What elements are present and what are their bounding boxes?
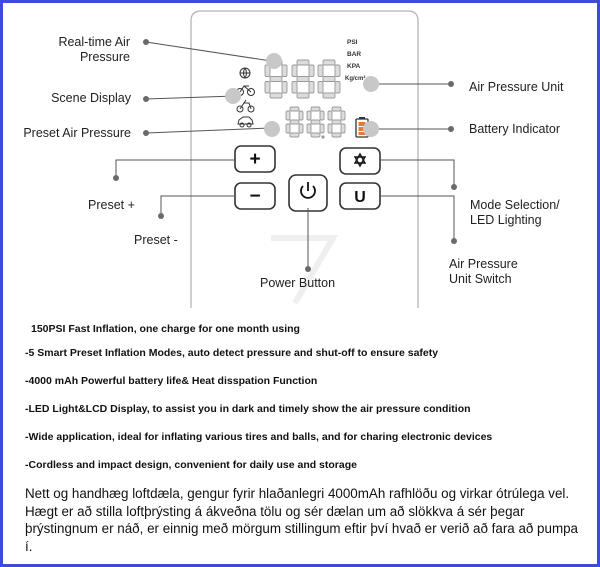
label-mode-selection: Mode Selection/ LED Lighting <box>470 198 560 228</box>
lcd-segment <box>296 76 310 82</box>
lcd-segment <box>340 110 346 121</box>
device-body-outline <box>190 10 419 308</box>
lcd-segment <box>319 110 325 121</box>
lcd-segment <box>322 92 336 99</box>
feature-line: -5 Smart Preset Inflation Modes, auto de… <box>25 347 439 359</box>
lcd-segment <box>281 64 288 77</box>
label-unit-switch: Air Pressure Unit Switch <box>449 257 518 287</box>
lcd-display <box>264 59 346 139</box>
label-power-button: Power Button <box>260 276 336 290</box>
lcd-segment <box>285 123 291 134</box>
device-diagram: PSI BAR KPA Kg/cm² <box>113 10 457 308</box>
car-icon <box>237 116 254 128</box>
unit-label-kgcm2: Kg/cm² <box>345 75 365 82</box>
lcd-segment <box>317 81 324 94</box>
lcd-segment <box>308 81 315 94</box>
label-scene-display: Scene Display <box>51 91 131 105</box>
lcd-segment <box>289 119 300 125</box>
feature-line: -4000 mAh Powerful battery life& Heat di… <box>25 375 318 387</box>
plus-icon: + <box>249 149 260 170</box>
callout-anchor-circles <box>225 53 379 137</box>
lcd-segment <box>340 123 346 134</box>
lcd-segment <box>296 59 310 66</box>
feature-line: -LED Light&LCD Display, to assist you in… <box>25 403 471 415</box>
feature-line: 150PSI Fast Inflation, one charge for on… <box>31 323 300 335</box>
lcd-segment <box>298 110 304 121</box>
motorcycle-icon <box>236 99 255 113</box>
lcd-segment <box>291 81 298 94</box>
minus-icon: − <box>249 186 260 207</box>
unit-icon: U <box>354 189 366 206</box>
label-line-2: Unit Switch <box>449 272 512 286</box>
feature-line: -Cordless and impact design, convenient … <box>25 459 357 471</box>
callout-lines <box>115 41 455 269</box>
mode-selection-button[interactable] <box>339 147 381 175</box>
lcd-segment <box>319 123 325 134</box>
label-line-1: Mode Selection/ <box>470 198 560 212</box>
lcd-segment <box>322 59 336 66</box>
lcd-decimal-point <box>321 135 325 139</box>
label-realtime-air-pressure: Real-time Air Pressure <box>58 35 130 65</box>
lcd-segment <box>310 132 321 138</box>
unit-label-psi: PSI <box>347 39 358 46</box>
label-line-1: Air Pressure <box>449 257 518 271</box>
lcd-segment <box>322 76 336 82</box>
lcd-segment <box>334 81 341 94</box>
lcd-segment <box>327 110 333 121</box>
lcd-segment <box>327 123 333 134</box>
lcd-segment <box>264 81 271 94</box>
unit-label-bar: BAR <box>347 51 361 58</box>
preset-minus-button[interactable]: − <box>234 182 276 210</box>
lcd-segment <box>296 92 310 99</box>
feature-line: -Wide application, ideal for inflating v… <box>25 431 493 443</box>
lcd-segment <box>310 119 321 125</box>
lcd-segment <box>331 132 342 138</box>
label-preset-air-pressure: Preset Air Pressure <box>23 126 131 140</box>
lcd-segment <box>331 119 342 125</box>
lcd-segment <box>289 106 300 112</box>
callout-dots <box>113 39 457 272</box>
label-battery-indicator: Battery Indicator <box>469 122 561 136</box>
lcd-segment <box>281 81 288 94</box>
label-line-1: Real-time Air <box>58 35 130 49</box>
power-button[interactable] <box>288 174 328 212</box>
lcd-segment <box>285 110 291 121</box>
ball-icon <box>239 67 251 79</box>
lcd-segment <box>298 123 304 134</box>
label-preset-plus: Preset + <box>88 198 135 212</box>
lcd-segment <box>291 64 298 77</box>
label-preset-minus: Preset - <box>134 233 178 247</box>
unit-switch-button[interactable]: U <box>339 182 381 210</box>
preset-plus-button[interactable]: + <box>234 145 276 173</box>
watermark-logo <box>271 235 339 305</box>
lcd-segment <box>306 110 312 121</box>
label-line-2: Pressure <box>79 50 130 64</box>
lcd-segment <box>269 76 283 82</box>
label-line-2: LED Lighting <box>470 213 542 227</box>
lcd-segment <box>310 106 321 112</box>
lcd-segment <box>334 64 341 77</box>
light-icon <box>353 152 367 168</box>
unit-label-kpa: KPA <box>347 63 361 70</box>
lcd-segment <box>306 123 312 134</box>
lcd-segment <box>331 106 342 112</box>
lcd-segment <box>289 132 300 138</box>
lcd-segment <box>308 64 315 77</box>
lcd-segment <box>269 92 283 99</box>
lcd-segment <box>317 64 324 77</box>
product-description: Nett og handhæg loftdæla, gengur fyrir h… <box>25 486 579 554</box>
power-icon <box>300 182 316 199</box>
label-air-pressure-unit: Air Pressure Unit <box>469 80 564 94</box>
